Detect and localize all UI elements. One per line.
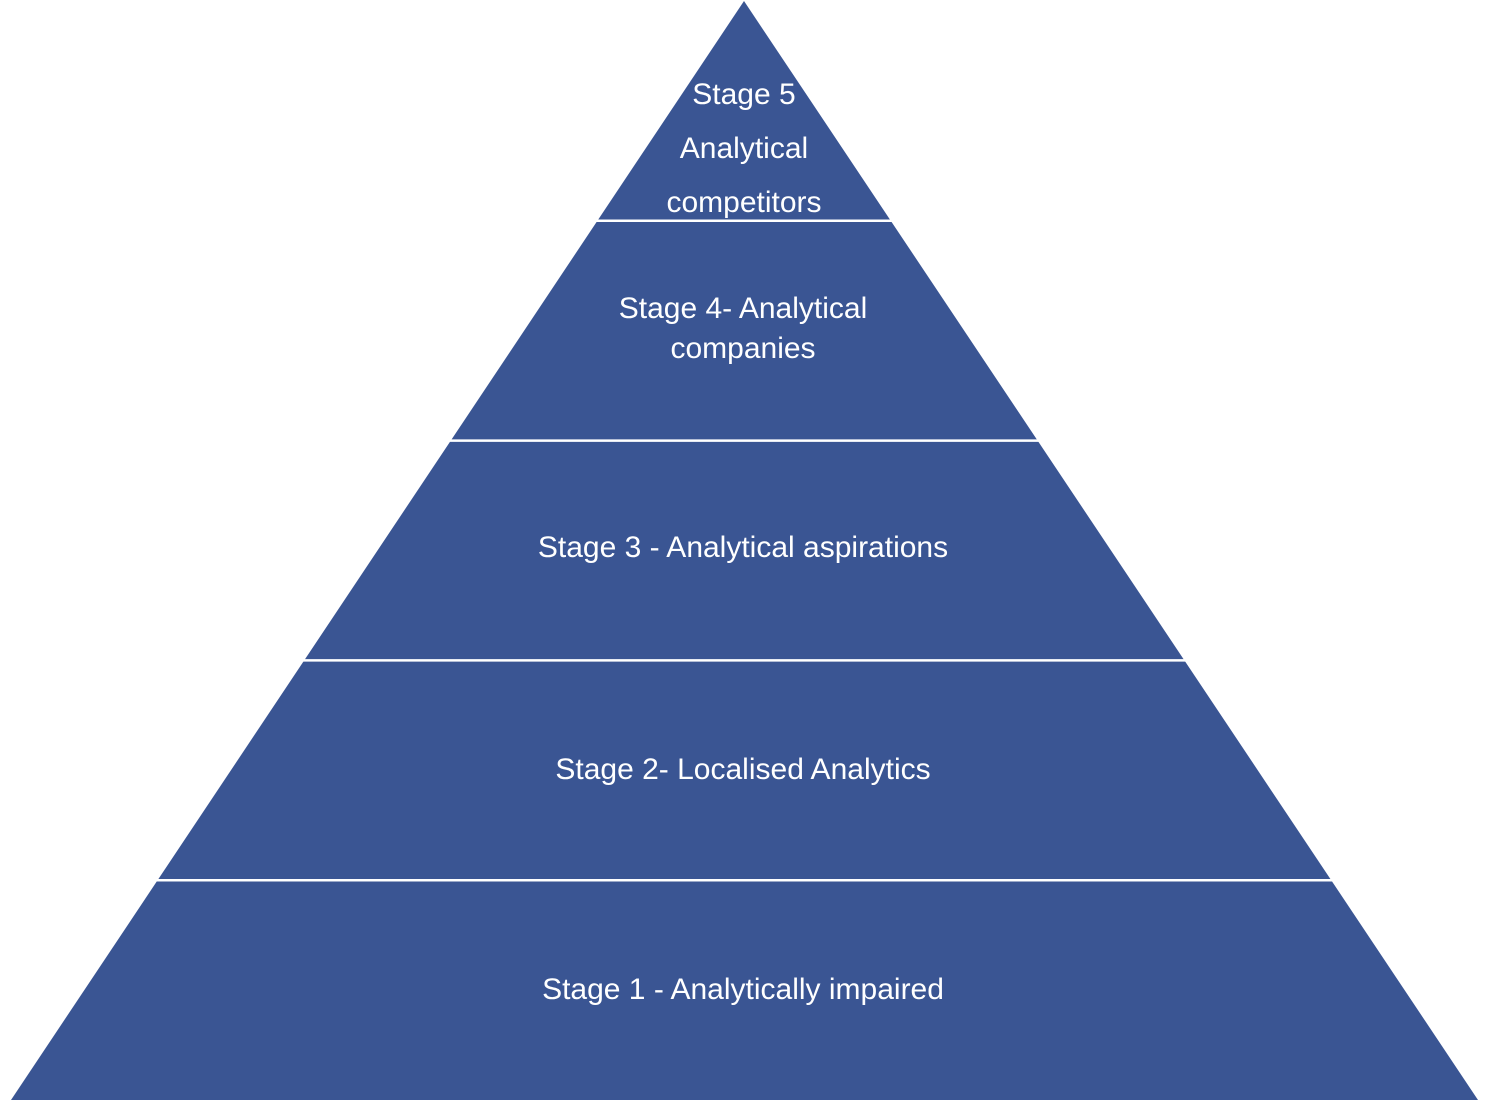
tier-label-line: companies [670,332,816,365]
tier-label-line: competitors [666,186,822,219]
tier-stage-3-label: Stage 3 - Analytical aspirations [538,528,948,568]
tier-stage-1-label: Stage 1 - Analytically impaired [542,970,944,1010]
tier-label-line: Analytical [679,132,809,165]
tier-label-line: Stage 3 - Analytical aspirations [537,531,949,564]
pyramid-body [11,1,1478,1100]
tier-stage-5-label: Stage 5 Analytical competitors [666,68,821,230]
tier-stage-4-label: Stage 4- Analytical companies [619,289,867,369]
tier-stage-2-label: Stage 2- Localised Analytics [555,750,930,790]
tier-label-line: Stage 2- Localised Analytics [555,753,931,786]
tier-label-line: Stage 4- Analytical [618,292,868,325]
tier-label-line: Stage 5 [692,78,796,111]
tier-label-line: Stage 1 - Analytically impaired [542,973,944,1006]
